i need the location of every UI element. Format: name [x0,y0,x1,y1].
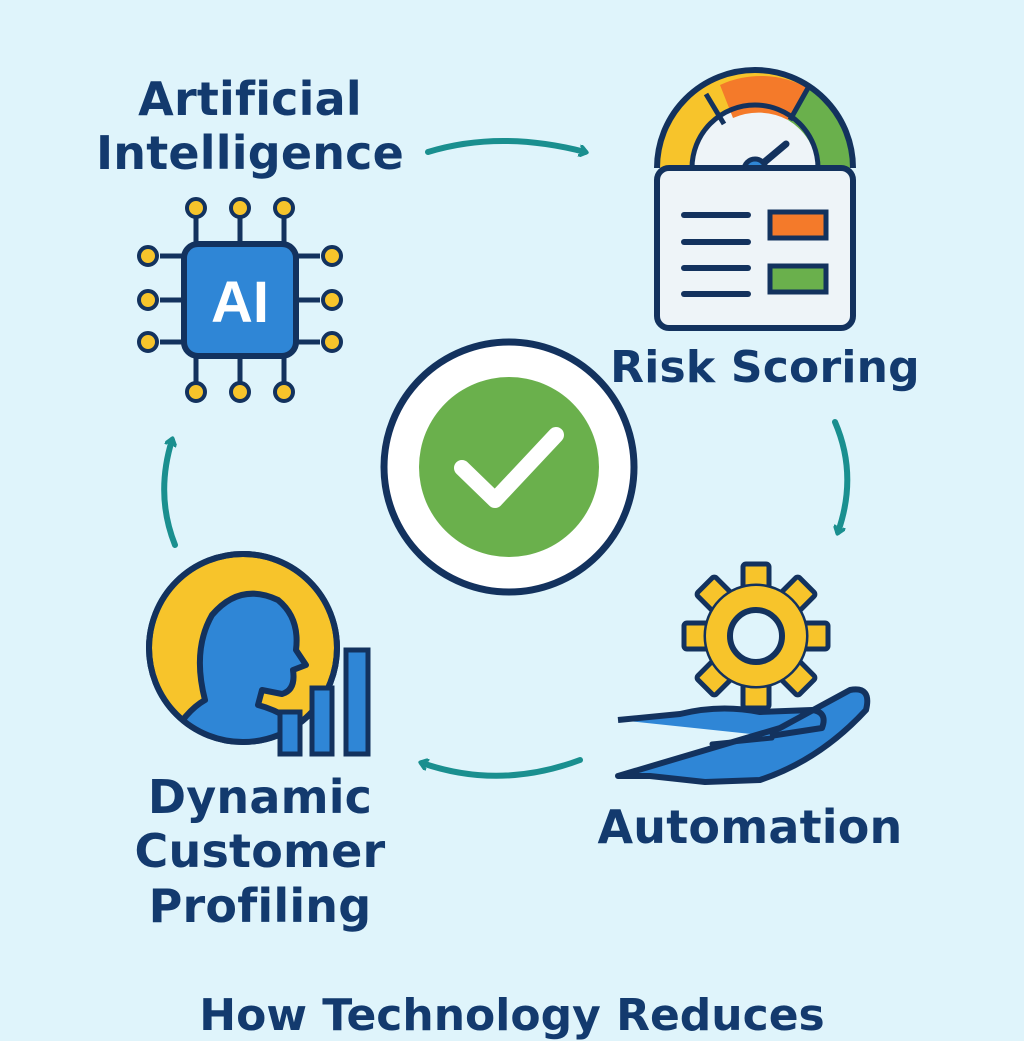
node-label-dynamic-customer-profiling: Dynamic Customer Profiling [100,770,420,933]
node-label-line: Profiling [148,878,372,933]
gear-hand-icon [615,561,871,785]
node-label-automation: Automation [580,800,920,854]
node-label-artificial-intelligence: Artificial Intelligence [90,72,410,181]
node-label-line: Dynamic [147,770,373,824]
arrow-automation-to-profiling [422,757,583,779]
node-label-line: Automation [597,800,903,854]
flow-arrows [161,138,851,779]
footer-title: How Technology Reduces [199,990,825,1041]
arrow-risk-to-automation [832,419,851,532]
ai-chip-text: AI [211,270,269,335]
person-bar-chart-icon [146,551,371,757]
arrow-profiling-to-ai [161,440,178,548]
node-label-line: Artificial [138,72,362,126]
arrow-ai-to-risk [425,138,585,152]
node-label-line: Risk Scoring [610,342,920,393]
node-label-line: Customer [134,824,386,879]
gauge-report-icon [654,67,856,331]
node-label-line: Intelligence [95,126,405,181]
ai-chip-icon: AI [137,197,343,403]
checkmark-circle-icon [380,338,638,596]
node-label-risk-scoring: Risk Scoring [600,342,930,394]
